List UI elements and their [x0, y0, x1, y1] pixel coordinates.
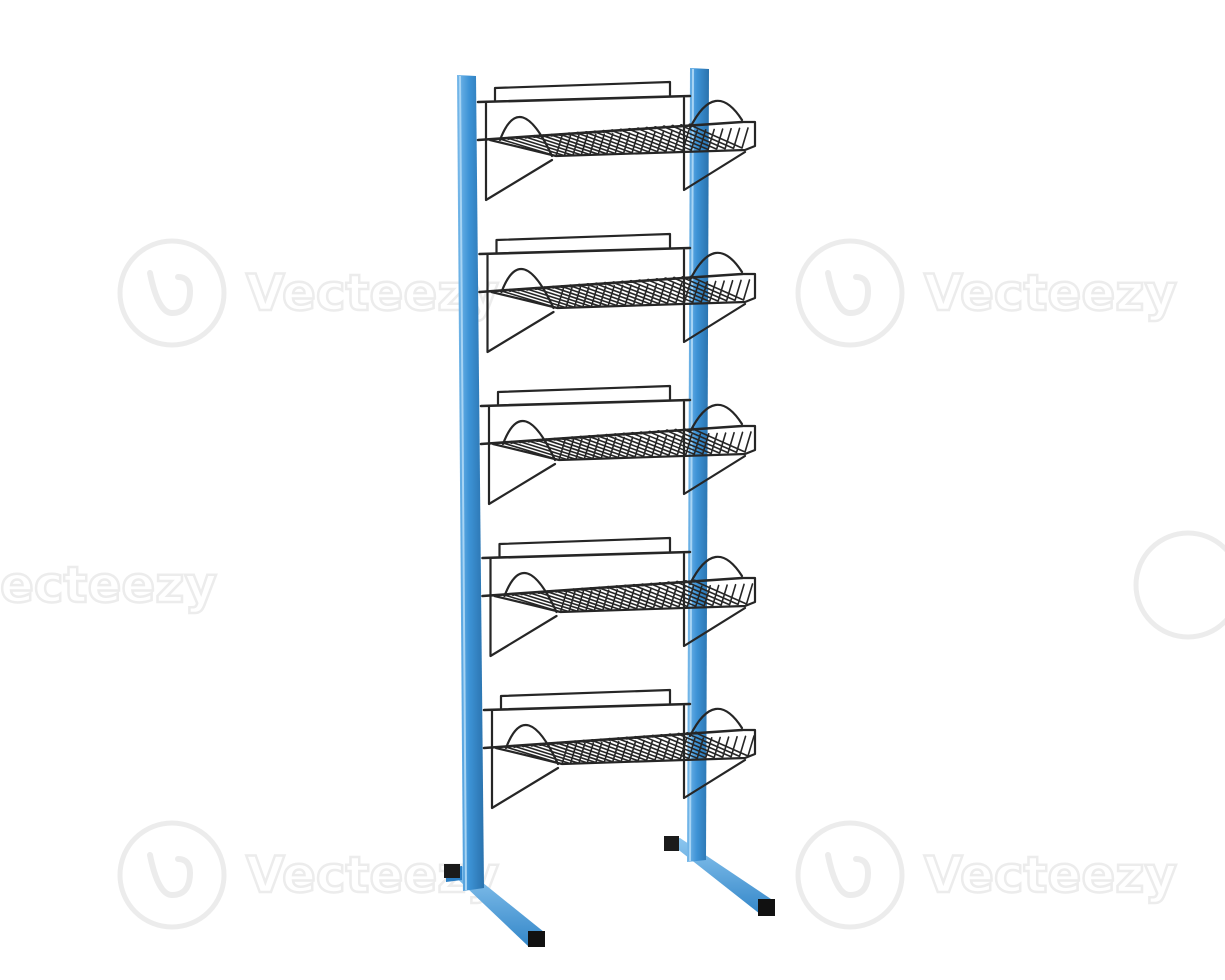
shelf-wire-rod — [657, 430, 718, 455]
left-post — [457, 75, 484, 891]
shelf-wire-rod — [671, 125, 732, 150]
shelf-wire-rod — [680, 124, 741, 150]
shelf-wire-rod — [667, 582, 728, 606]
shelf-wire-rod — [595, 283, 658, 305]
left-foot-cap — [528, 931, 545, 947]
right-foot-cap — [758, 899, 775, 916]
shelf-wire-rod — [602, 130, 665, 153]
shelf-wire-rod — [579, 435, 642, 458]
shelf-wire-rod — [682, 276, 742, 302]
watermark: Vecteezy — [117, 820, 500, 930]
shelf-wire-rod — [666, 430, 727, 454]
shelf-wire-rod — [669, 734, 730, 758]
shelf-wire-rod — [600, 739, 662, 761]
shelf-wire-rod — [674, 429, 735, 454]
shelf-wire-rod — [581, 587, 644, 610]
right-foot-rear-cap — [664, 836, 679, 851]
watermark — [1133, 530, 1225, 640]
shelf-wire-rod — [685, 580, 745, 606]
wire-shelf — [476, 80, 757, 202]
right-foot — [664, 836, 775, 916]
shelf-wire-rod — [598, 587, 661, 609]
shelf-wire-rod — [659, 582, 720, 607]
wire-shelf — [479, 384, 757, 506]
shelf-wire-rod — [587, 283, 649, 306]
watermark: Vecteezy — [117, 238, 500, 348]
watermark-logo-icon — [117, 820, 227, 930]
wire-shelf — [478, 232, 757, 354]
wire-shelf — [481, 536, 757, 658]
watermark-text: Vecteezy — [246, 264, 499, 322]
shelf-wire-rod — [576, 131, 639, 154]
wire-shelves — [476, 80, 757, 810]
left-foot-rear-cap — [444, 864, 460, 878]
shelf-wire-rod — [597, 435, 659, 457]
shelf-wire-rod — [693, 580, 754, 605]
shelf-wire-rod — [663, 126, 724, 150]
watermark-logo-icon — [795, 820, 905, 930]
shelf-wire-rod — [608, 738, 671, 761]
watermark: Vecteezy — [795, 238, 1178, 348]
shelf-wire-rod — [686, 732, 747, 758]
shelf-wire-rod — [676, 581, 737, 606]
shelf-wire-rod — [690, 276, 751, 301]
shelf-wire-rod — [660, 734, 721, 759]
shelf-wire-rod — [664, 278, 725, 302]
watermark-text: Vecteezy — [924, 264, 1177, 322]
shelf-wire-rod — [588, 435, 651, 458]
shelf-wire-rod — [683, 428, 744, 454]
shelf-wire-rod — [585, 131, 648, 154]
shelf-wire-rod — [578, 283, 641, 306]
watermark: ecteezy — [0, 555, 218, 616]
shelf-wire-rod — [607, 586, 669, 609]
watermark-text: Vecteezy — [924, 846, 1177, 904]
shelf-wire-rod — [591, 739, 654, 762]
watermark-text: ecteezy — [0, 556, 217, 614]
shelf-wire-rod — [604, 282, 666, 305]
shelf-wire-rod — [594, 131, 656, 153]
shelf-wire-rod — [677, 733, 738, 758]
shelf-wire-rod — [673, 277, 734, 302]
shelf-wire-rod — [605, 434, 668, 457]
watermark-logo-icon — [117, 238, 227, 348]
shelf-wire-rod — [695, 732, 755, 757]
watermark-logo-icon — [1133, 530, 1225, 640]
wire-shelf — [482, 688, 757, 810]
shelf-wire-rod — [689, 124, 749, 149]
shelf-wire-rod — [654, 126, 715, 151]
watermark-logo-icon — [795, 238, 905, 348]
shelf-wire-rod — [656, 278, 717, 303]
right-post — [687, 68, 709, 862]
watermark: Vecteezy — [795, 820, 1178, 930]
shelf-wire-rod — [582, 739, 645, 762]
shelf-wire-rod — [590, 587, 652, 610]
shelf-wire-rod — [692, 428, 752, 453]
